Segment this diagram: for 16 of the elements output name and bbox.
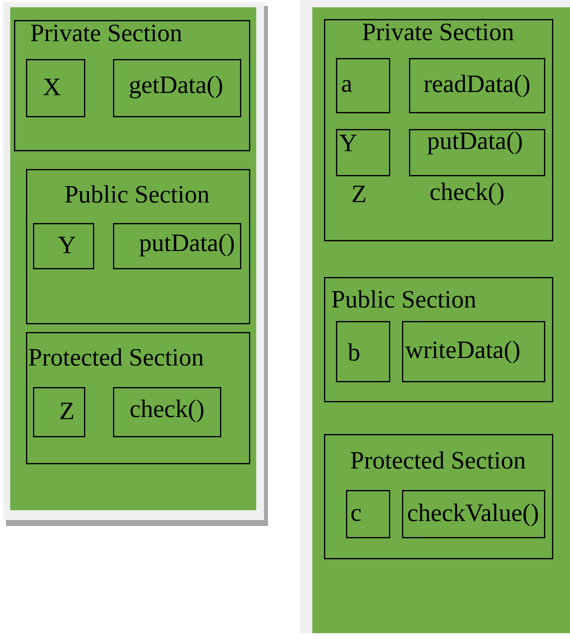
member-box: b (336, 321, 390, 382)
member-box: checkValue() (402, 490, 546, 538)
panel-background (3, 2, 268, 526)
member-box: writeData() (402, 321, 546, 382)
member-box: Z (33, 387, 86, 438)
member-box: check() (113, 387, 222, 438)
panel-background (300, 0, 570, 634)
member-box: X (26, 59, 86, 118)
member-box: putData() (113, 223, 242, 270)
member-box: getData() (113, 59, 242, 118)
member-box: a (336, 58, 390, 114)
member-box: putData() (409, 129, 546, 176)
member-box: Y (33, 223, 94, 270)
member-box: Y (336, 129, 390, 176)
member-box: c (346, 490, 390, 538)
member-box: readData() (409, 58, 546, 114)
